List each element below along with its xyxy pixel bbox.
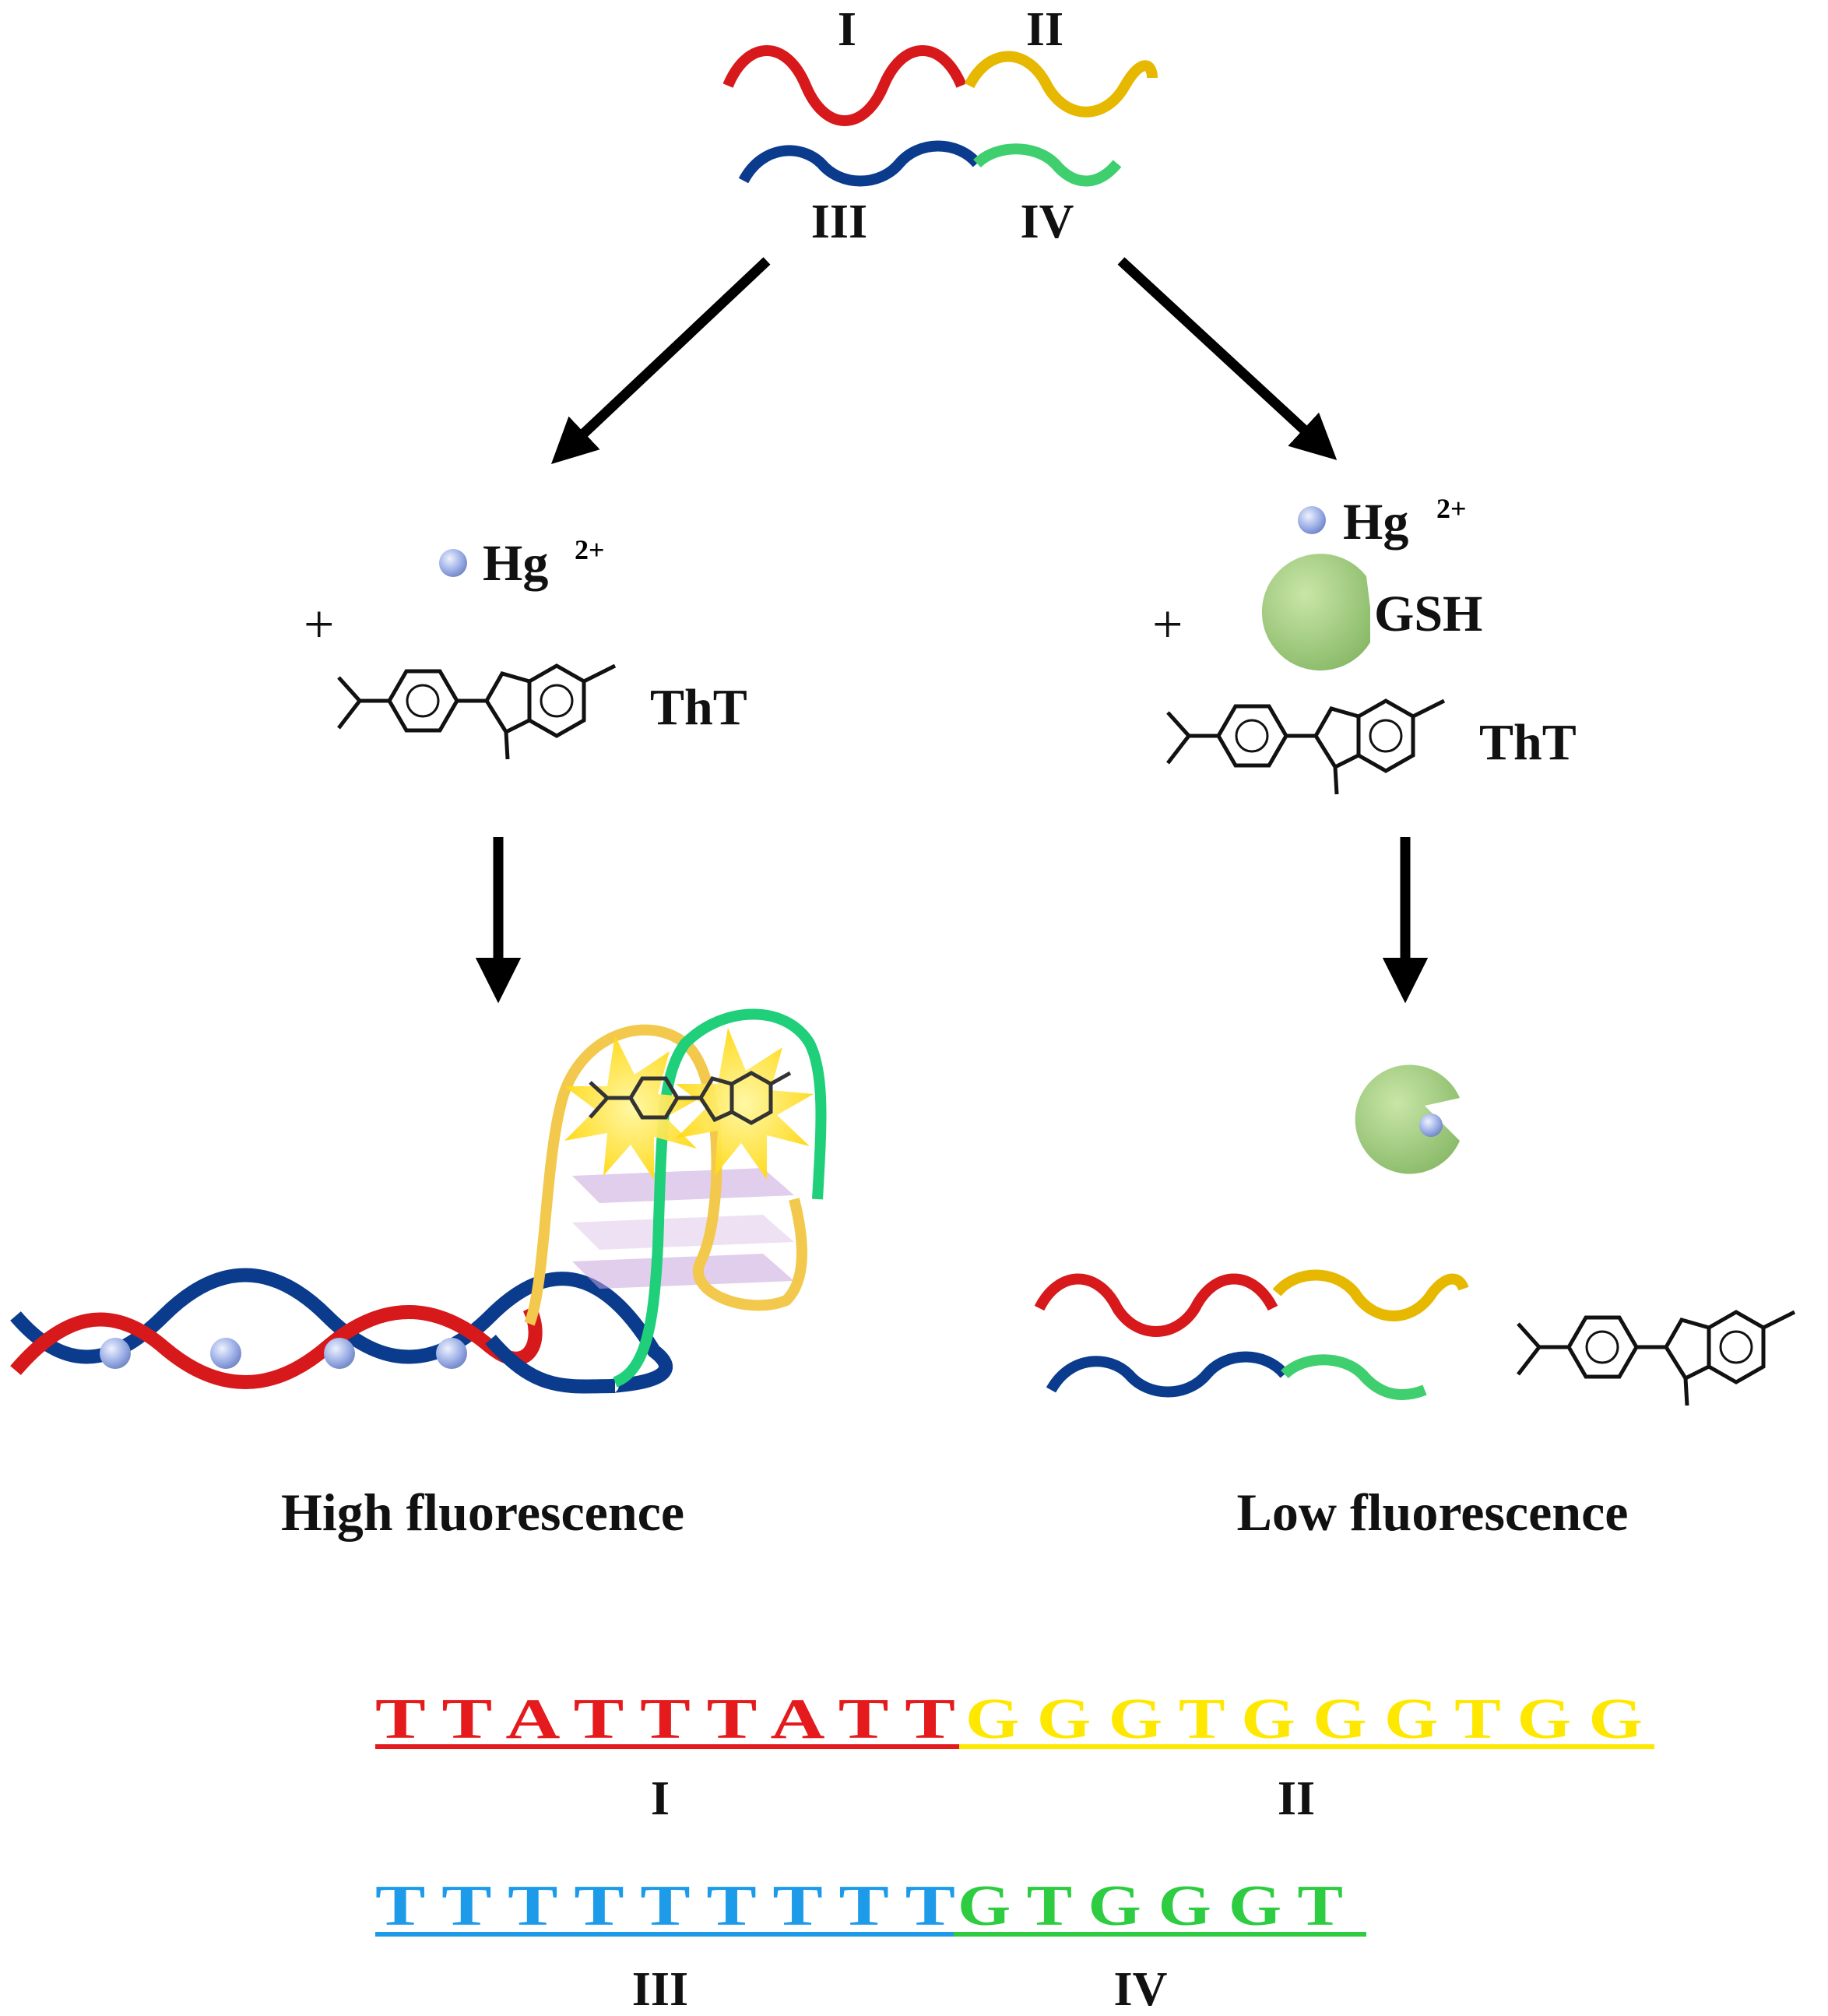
tht-label-left: ThT: [650, 679, 747, 736]
label-III-top: III: [811, 195, 867, 248]
strand-III-wave: [738, 140, 982, 187]
tht-structure-icon: [1166, 698, 1446, 795]
label-II-sequence: II: [1278, 1772, 1315, 1825]
plus-left: +: [304, 595, 334, 655]
right-reagents: Hg 2+ + GSH ThT: [1152, 493, 1577, 795]
sequence-strand-2: T T T T T T T T T G T G G G T III IV: [375, 1874, 1366, 2016]
result-low-fluorescence: Low fluorescence: [1237, 1483, 1629, 1542]
gsh-label: GSH: [1374, 586, 1482, 642]
hg-ion-icon: [324, 1338, 355, 1369]
top-duplex-strands: I II III IV: [722, 3, 1158, 248]
arrow-right-diagonal: [1117, 257, 1338, 460]
sequence-IV: G T G G G T: [958, 1874, 1343, 1938]
hg-ion-icon: [1298, 506, 1326, 534]
hg-ion-icon: [1419, 1114, 1443, 1137]
hg-ion-icon: [100, 1338, 131, 1369]
fluorescence-star-icon: [564, 1036, 701, 1180]
free-strand-III-wave: [1046, 1351, 1289, 1398]
strand-II-wave: [964, 51, 1158, 118]
g-quartet-plane: [572, 1168, 794, 1203]
free-strand-II-wave: [1272, 1269, 1469, 1321]
sequence-strand-1: T T A T T T A T T G G G T G G G T G G I …: [375, 1687, 1654, 1825]
quadruplex-strand-green: [613, 1008, 827, 1388]
label-I-top: I: [838, 3, 856, 56]
hg-charge-right: 2+: [1436, 493, 1467, 524]
strand-IV-wave: [973, 143, 1122, 187]
label-IV-sequence: IV: [1114, 1963, 1168, 2016]
result-high-fluorescence: High fluorescence: [281, 1483, 684, 1542]
g-quartet-plane: [572, 1254, 794, 1289]
hg-ion-icon: [210, 1338, 241, 1369]
g-quadruplex-product: [10, 1008, 827, 1394]
free-strand-I-wave: [1034, 1273, 1278, 1337]
tht-label-right: ThT: [1479, 714, 1577, 771]
sequence-I: T T A T T T A T T: [375, 1687, 955, 1751]
tht-free-icon: [1517, 1310, 1796, 1406]
free-strand-IV-wave: [1281, 1354, 1427, 1400]
duplex-strand-blue: [10, 1268, 673, 1393]
left-reagents: Hg 2+ + ThT: [304, 534, 747, 760]
hg-ion-icon: [436, 1338, 467, 1369]
hg-charge-left: 2+: [575, 534, 605, 565]
arrow-left-diagonal: [550, 257, 771, 465]
sequence-II: G G G T G G G T G G: [965, 1687, 1643, 1751]
label-II-top: II: [1026, 3, 1063, 56]
gsh-pacman-icon: [1261, 554, 1370, 671]
hg-label-right: Hg: [1343, 494, 1408, 551]
hg-label-left: Hg: [483, 535, 548, 592]
tht-structure-icon: [337, 663, 617, 760]
label-I-sequence: I: [651, 1772, 670, 1825]
fluorescence-star-icon: [676, 1028, 814, 1180]
strand-I-wave: [722, 45, 967, 126]
g-quartet-plane: [572, 1215, 794, 1250]
label-IV-top: IV: [1021, 195, 1074, 248]
plus-right: +: [1152, 595, 1183, 655]
dissociated-product: [1034, 1064, 1796, 1406]
hg-ion-icon: [439, 549, 467, 577]
sequence-III: T T T T T T T T T: [375, 1874, 955, 1938]
label-III-sequence: III: [632, 1963, 688, 2016]
tht-bound-icon: [589, 1071, 792, 1125]
gsh-hg-complex-icon: [1355, 1064, 1460, 1174]
quadruplex-tail-blue: [485, 1335, 616, 1394]
